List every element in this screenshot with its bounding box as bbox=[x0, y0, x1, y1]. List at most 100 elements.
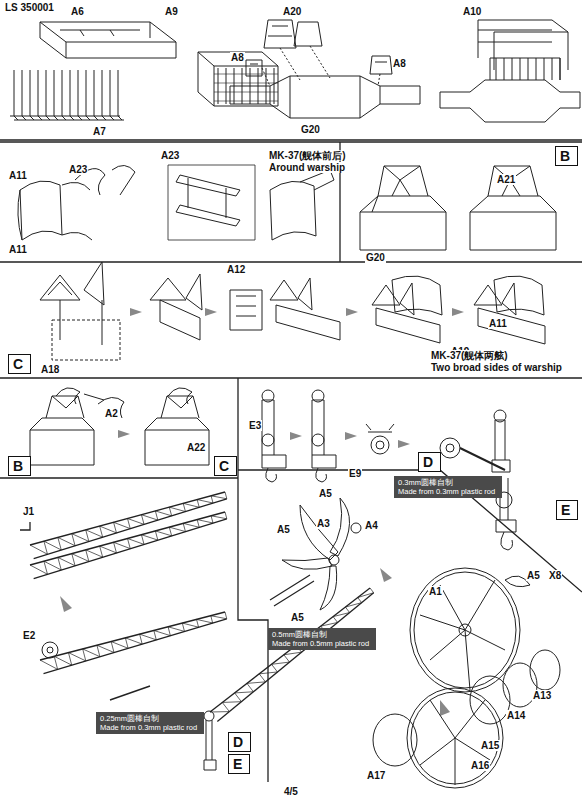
stroke bbox=[183, 523, 199, 527]
stroke bbox=[102, 70, 103, 116]
stroke bbox=[86, 530, 103, 537]
stroke bbox=[128, 519, 145, 525]
stroke bbox=[22, 70, 23, 116]
stroke bbox=[44, 561, 61, 570]
stroke bbox=[183, 503, 199, 507]
stroke bbox=[211, 516, 213, 523]
part-label: A11 bbox=[8, 244, 28, 255]
stroke bbox=[68, 653, 85, 661]
stroke bbox=[182, 623, 184, 631]
stroke bbox=[72, 554, 75, 566]
part-label: MK-37(舰体两舷) bbox=[430, 350, 509, 361]
step-letter-box: B bbox=[8, 456, 31, 476]
stroke bbox=[247, 683, 254, 691]
stroke bbox=[58, 537, 75, 545]
part-label: A11 bbox=[488, 318, 508, 329]
part-label: A16 bbox=[470, 760, 490, 771]
part-label: A17 bbox=[366, 770, 386, 781]
stroke bbox=[30, 565, 47, 574]
stroke bbox=[528, 58, 529, 80]
part-label: A8 bbox=[230, 52, 245, 63]
stroke bbox=[97, 645, 100, 656]
stroke bbox=[217, 593, 373, 722]
stroke bbox=[222, 702, 229, 711]
stroke bbox=[197, 520, 213, 523]
stroke bbox=[210, 588, 370, 712]
note-text: 0.25mm圆棒自制 bbox=[100, 714, 200, 723]
part-label: A5 bbox=[526, 570, 541, 581]
stroke bbox=[86, 530, 89, 542]
stroke bbox=[345, 607, 349, 612]
stroke bbox=[128, 519, 131, 529]
stroke bbox=[225, 612, 227, 619]
part-label: A12 bbox=[226, 264, 246, 275]
stroke bbox=[70, 70, 71, 116]
stroke bbox=[44, 619, 227, 674]
material-note: 0.25mm圆棒自制Made from 0.3mm plastic rod bbox=[96, 712, 204, 734]
step-letter-box: C bbox=[8, 354, 31, 374]
step-letter: C bbox=[13, 356, 26, 372]
stroke bbox=[30, 116, 34, 120]
part-label: A3 bbox=[316, 518, 331, 529]
stroke bbox=[154, 630, 171, 635]
stroke bbox=[197, 500, 213, 503]
stroke bbox=[40, 660, 58, 669]
part-label: A1 bbox=[428, 586, 443, 597]
stroke bbox=[110, 116, 114, 120]
stroke bbox=[86, 116, 90, 120]
stroke bbox=[358, 598, 362, 603]
part-label: E3 bbox=[248, 420, 262, 431]
stroke bbox=[333, 617, 338, 623]
part-label: A13 bbox=[532, 690, 552, 701]
stroke bbox=[72, 554, 89, 562]
stroke bbox=[211, 616, 227, 619]
stroke bbox=[211, 616, 213, 623]
note-text: Made from 0.5mm plastic rod bbox=[272, 639, 372, 648]
stroke bbox=[46, 116, 50, 120]
step-letter-box: C bbox=[214, 456, 237, 476]
stroke bbox=[30, 492, 225, 545]
stroke bbox=[183, 523, 185, 531]
stroke bbox=[496, 58, 497, 80]
stroke bbox=[70, 116, 74, 120]
part-label: A21 bbox=[496, 174, 516, 185]
part-label: A11 bbox=[8, 170, 28, 181]
step-letter-box: B bbox=[555, 146, 578, 166]
stroke bbox=[44, 541, 61, 550]
step-letter-box: D bbox=[418, 452, 441, 472]
stroke bbox=[118, 116, 122, 120]
stroke bbox=[72, 534, 75, 546]
stroke bbox=[141, 535, 157, 540]
stroke bbox=[222, 701, 241, 703]
stroke bbox=[225, 512, 227, 519]
stroke bbox=[504, 58, 505, 80]
part-label: A23 bbox=[68, 164, 88, 175]
stroke bbox=[54, 70, 55, 116]
step-letter: D bbox=[233, 734, 246, 750]
stroke bbox=[30, 512, 225, 565]
stroke bbox=[100, 526, 117, 533]
stroke bbox=[46, 70, 47, 116]
part-label: A5 bbox=[276, 524, 291, 535]
stroke bbox=[169, 507, 171, 516]
stroke bbox=[128, 539, 145, 545]
stroke bbox=[197, 500, 199, 508]
stroke bbox=[370, 588, 374, 593]
part-label: A20 bbox=[282, 6, 302, 17]
stroke bbox=[155, 531, 157, 540]
stroke bbox=[520, 58, 521, 80]
stroke bbox=[100, 526, 103, 537]
stroke bbox=[183, 503, 185, 511]
stroke bbox=[235, 693, 242, 702]
stroke bbox=[182, 623, 198, 627]
stroke bbox=[154, 630, 156, 639]
stroke bbox=[284, 655, 290, 662]
stroke bbox=[86, 550, 103, 557]
stroke bbox=[78, 116, 82, 120]
stroke bbox=[110, 70, 111, 116]
part-label: MK-37(舰体前后) bbox=[268, 150, 347, 161]
stroke bbox=[125, 638, 142, 644]
part-label: A7 bbox=[92, 126, 107, 137]
stroke bbox=[197, 619, 199, 627]
stroke bbox=[30, 70, 31, 116]
